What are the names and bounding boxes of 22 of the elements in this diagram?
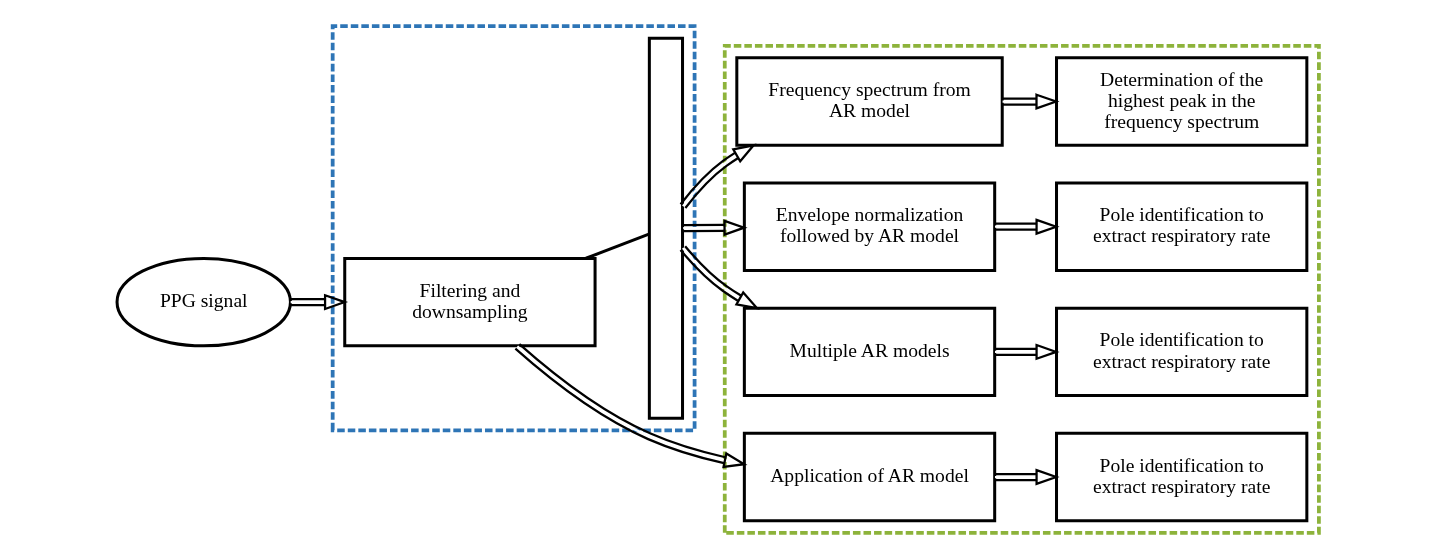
node-bar [647, 36, 685, 420]
node-box: Filtering and downsampling [343, 256, 597, 348]
arrow [514, 343, 748, 469]
node-box: Frequency spectrum from AR model [735, 56, 1004, 147]
node-box: Pole identification to extract respiratory rate [1055, 306, 1309, 398]
node-box: Envelope normalization followed by AR model [742, 181, 997, 272]
node-box: Determination of the highest peak in the frequency spectrum [1055, 56, 1309, 147]
node-box: Pole identification to extract respiratory rate [1055, 181, 1309, 272]
arrow [679, 143, 757, 209]
node-box: Pole identification to extract respiratory rate [1055, 431, 1309, 523]
node-box: Application of AR model [742, 431, 997, 523]
arrow [683, 219, 748, 237]
node-box: Multiple AR models [742, 306, 997, 398]
arrow [995, 468, 1060, 486]
cluster [330, 24, 697, 433]
arrow [1002, 93, 1060, 110]
arrow [679, 245, 760, 310]
arrow [995, 343, 1060, 361]
arrow [290, 293, 349, 311]
connector [585, 232, 650, 260]
arrow [995, 218, 1060, 236]
node-ellipse: PPG signal [115, 256, 292, 348]
